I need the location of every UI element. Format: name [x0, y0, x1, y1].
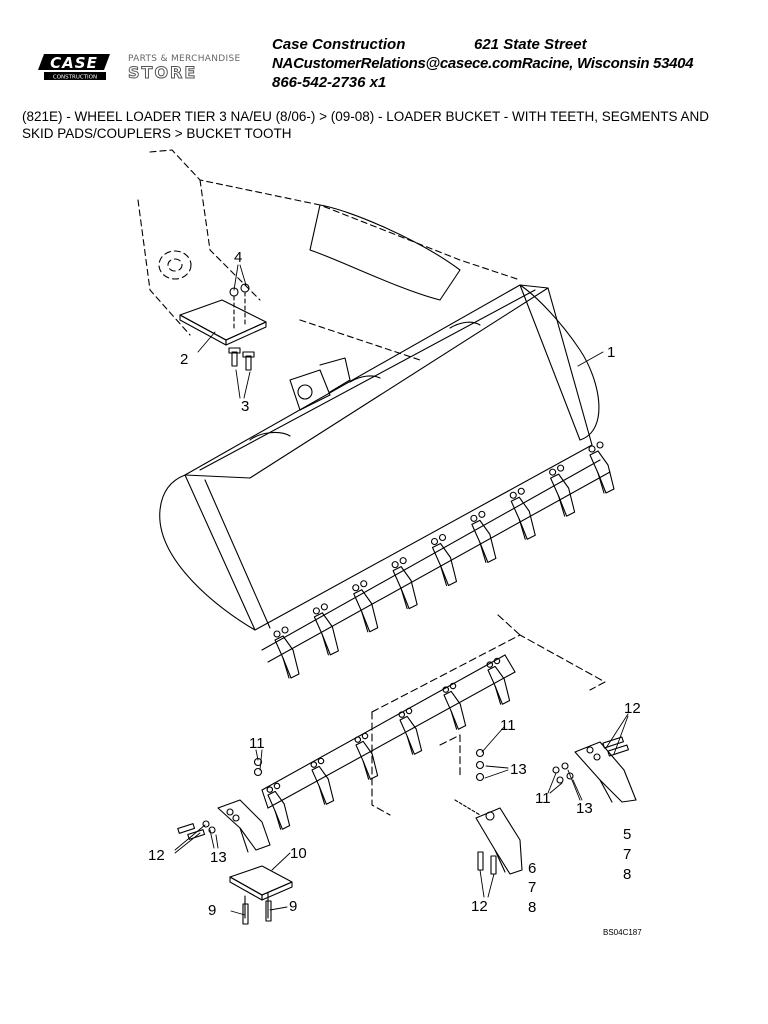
coupler-plate-assembly — [179, 283, 267, 371]
bucket-tooth — [430, 533, 458, 587]
callout-9-left: 9 — [208, 902, 216, 919]
bucket-teeth-row — [273, 441, 615, 679]
loader-arm-outline — [137, 149, 521, 361]
exploded-tooth — [442, 682, 467, 730]
exploded-tooth — [310, 757, 335, 805]
callout-1: 1 — [607, 344, 615, 361]
callout-7-center: 7 — [528, 879, 536, 896]
callout-13-center: 13 — [510, 761, 527, 778]
exploded-edge-frame — [371, 614, 606, 816]
loader-bucket — [159, 284, 611, 663]
bucket-tooth — [391, 557, 418, 610]
callout-5: 5 — [623, 826, 631, 843]
callout-8-right: 8 — [623, 866, 631, 883]
exploded-tooth — [266, 782, 291, 830]
parts-store-logo: PARTS & MERCHANDISE STORE — [127, 54, 248, 83]
drawing-code: BS04C187 — [603, 928, 642, 937]
exploded-edge-segments — [261, 654, 516, 809]
callout-leaders — [174, 264, 629, 916]
callout-13-right: 13 — [576, 800, 593, 817]
bucket-tooth — [549, 464, 576, 517]
callout-4: 4 — [234, 249, 242, 266]
center-adapter — [454, 748, 523, 875]
bucket-tooth — [352, 580, 379, 633]
exploded-tooth — [398, 707, 423, 755]
callout-12-center: 12 — [471, 898, 488, 915]
exploded-tooth — [354, 732, 379, 780]
case-logo: CASE CONSTRUCTION — [38, 52, 112, 82]
store-main-text: STORE — [127, 63, 198, 83]
logo-sub-text: CONSTRUCTION — [53, 75, 97, 81]
callout-2: 2 — [180, 351, 188, 368]
callout-11-center: 11 — [500, 717, 516, 734]
store-top-text: PARTS & MERCHANDISE — [128, 54, 241, 64]
callout-11-right: 11 — [535, 790, 551, 807]
right-corner-adapter — [552, 736, 637, 803]
exploded-teeth — [266, 657, 511, 830]
phone-number: 866-542-2736 x1 — [272, 74, 387, 91]
callout-7-right: 7 — [623, 846, 631, 863]
exploded-tooth — [486, 657, 511, 705]
callout-12-left: 12 — [148, 847, 165, 864]
breadcrumb: (821E) - WHEEL LOADER TIER 3 NA/EU (8/06… — [22, 109, 710, 141]
bucket-tooth — [470, 510, 497, 563]
bucket-tooth-diagram: 1 2 3 4 5 6 7 8 7 8 9 9 10 11 11 11 12 1… — [137, 149, 642, 937]
bucket-tooth — [588, 441, 615, 494]
logo-text: CASE — [50, 54, 98, 72]
bucket-tooth — [509, 487, 536, 540]
lift-cylinder — [309, 204, 461, 301]
callout-8-center: 8 — [528, 899, 536, 916]
bucket-tooth — [273, 626, 300, 679]
callout-11-left: 11 — [249, 735, 265, 752]
callout-labels: 1 2 3 4 5 6 7 8 7 8 9 9 10 11 11 11 12 1… — [148, 249, 642, 937]
street-address: 621 State Street — [474, 36, 587, 53]
callout-10: 10 — [290, 845, 307, 862]
company-name: Case Construction — [272, 36, 406, 53]
callout-13-left: 13 — [210, 849, 227, 866]
skid-pad — [229, 865, 293, 925]
bucket-tooth — [312, 603, 339, 656]
callout-9-right: 9 — [289, 898, 297, 915]
case-logo-graphic: CASE CONSTRUCTION — [38, 54, 110, 81]
callout-3: 3 — [241, 398, 249, 415]
contact-email-city: NACustomerRelations@casece.comRacine, Wi… — [272, 55, 694, 72]
callout-6: 6 — [528, 860, 536, 877]
left-corner-adapter — [177, 757, 271, 853]
callout-12-right: 12 — [624, 700, 641, 717]
